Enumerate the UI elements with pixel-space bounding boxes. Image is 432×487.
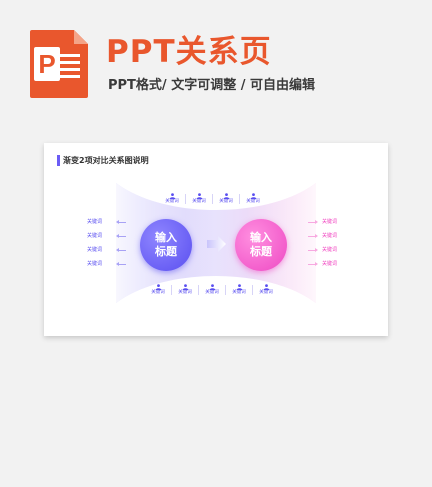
left-keyword[interactable]: 关键词 bbox=[87, 233, 103, 239]
person-icon bbox=[209, 284, 215, 290]
person-icon bbox=[236, 284, 242, 290]
title-accent-bar bbox=[57, 155, 60, 166]
arrow-right-icon bbox=[207, 236, 226, 252]
bottom-keyword-label: 关键词 bbox=[232, 290, 246, 295]
slide-preview[interactable]: 渐变2项对比关系图说明 关键词 bbox=[44, 143, 388, 336]
arrow-right-small-icon bbox=[308, 248, 318, 252]
person-icon bbox=[182, 284, 188, 290]
top-keyword[interactable]: 关键词 bbox=[243, 193, 263, 205]
arrow-left-icon bbox=[116, 262, 126, 266]
logo-letter: P bbox=[38, 49, 55, 79]
person-icon bbox=[250, 193, 256, 199]
person-icon bbox=[223, 193, 229, 199]
bottom-keyword-label: 关键词 bbox=[259, 290, 273, 295]
left-keyword[interactable]: 关键词 bbox=[87, 219, 103, 225]
right-title-circle[interactable]: 输入 标题 bbox=[235, 219, 287, 271]
divider bbox=[185, 194, 186, 204]
left-circle-line2: 标题 bbox=[155, 245, 177, 258]
bottom-keyword-label: 关键词 bbox=[178, 290, 192, 295]
arrow-right-small-icon bbox=[308, 262, 318, 266]
top-keyword-label: 关键词 bbox=[246, 199, 260, 204]
arrow-right-small-icon bbox=[308, 234, 318, 238]
bottom-keyword[interactable]: 关键词 bbox=[148, 284, 168, 296]
top-keyword[interactable]: 关键词 bbox=[189, 193, 209, 205]
right-circle-line1: 输入 bbox=[250, 231, 272, 244]
hourglass-gradient-shape bbox=[116, 183, 316, 303]
arrow-left-icon bbox=[116, 234, 126, 238]
right-keyword[interactable]: 关键词 bbox=[322, 247, 338, 253]
left-circle-line1: 输入 bbox=[155, 231, 177, 244]
bottom-keyword[interactable]: 关键词 bbox=[256, 284, 276, 296]
divider bbox=[252, 285, 253, 295]
left-title-circle[interactable]: 输入 标题 bbox=[140, 219, 192, 271]
top-keyword[interactable]: 关键词 bbox=[216, 193, 236, 205]
top-keyword-label: 关键词 bbox=[219, 199, 233, 204]
page-subtitle: PPT格式/ 文字可调整 / 可自由编辑 bbox=[108, 78, 315, 93]
person-icon bbox=[263, 284, 269, 290]
right-keyword[interactable]: 关键词 bbox=[322, 219, 338, 225]
arrow-left-icon bbox=[116, 248, 126, 252]
left-keyword[interactable]: 关键词 bbox=[87, 261, 103, 267]
page-title: PPT关系页 bbox=[106, 34, 272, 70]
divider bbox=[171, 285, 172, 295]
bottom-keyword-label: 关键词 bbox=[205, 290, 219, 295]
divider bbox=[225, 285, 226, 295]
arrow-right-small-icon bbox=[308, 220, 318, 224]
arrow-left-icon bbox=[116, 220, 126, 224]
right-keyword[interactable]: 关键词 bbox=[322, 233, 338, 239]
bottom-keyword[interactable]: 关键词 bbox=[229, 284, 249, 296]
person-icon bbox=[196, 193, 202, 199]
bottom-keyword[interactable]: 关键词 bbox=[175, 284, 195, 296]
divider bbox=[198, 285, 199, 295]
slide-title: 渐变2项对比关系图说明 bbox=[63, 156, 149, 165]
bottom-keyword[interactable]: 关键词 bbox=[202, 284, 222, 296]
divider bbox=[239, 194, 240, 204]
top-keyword-label: 关键词 bbox=[192, 199, 206, 204]
bottom-keyword-label: 关键词 bbox=[151, 290, 165, 295]
top-keyword[interactable]: 关键词 bbox=[162, 193, 182, 205]
right-circle-line2: 标题 bbox=[250, 245, 272, 258]
right-keyword[interactable]: 关键词 bbox=[322, 261, 338, 267]
person-icon bbox=[169, 193, 175, 199]
left-keyword[interactable]: 关键词 bbox=[87, 247, 103, 253]
divider bbox=[212, 194, 213, 204]
powerpoint-icon: P bbox=[30, 30, 88, 98]
person-icon bbox=[155, 284, 161, 290]
top-keyword-label: 关键词 bbox=[165, 199, 179, 204]
